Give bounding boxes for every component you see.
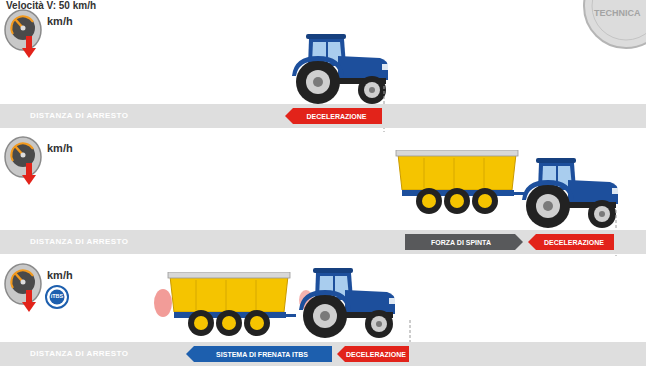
band-label: DISTANZA DI ARRESTO (30, 104, 128, 128)
tractor (299, 268, 395, 338)
speed-unit: km/h (47, 15, 73, 27)
tractor (292, 34, 388, 104)
speed-down-arrow (22, 163, 36, 185)
distance-band: DECELERAZIONE DISTANZA DI ARRESTO (0, 104, 646, 128)
arrow-label: DECELERAZIONE (337, 346, 409, 362)
speedometer-icon (5, 137, 41, 177)
force-arrow: SISTEMA DI FRENATA ITBS (186, 346, 332, 362)
force-arrow: DECELERAZIONE (528, 234, 614, 250)
force-arrow: DECELERAZIONE (337, 346, 409, 362)
trailer (168, 272, 296, 336)
speed-unit: km/h (47, 142, 73, 154)
force-arrow: DECELERAZIONE (285, 108, 382, 124)
speed-down-arrow (22, 36, 36, 58)
band-label: DISTANZA DI ARRESTO (30, 230, 128, 254)
badge (584, 0, 646, 48)
arrow-shape (285, 108, 382, 124)
tractor (522, 158, 618, 228)
arrow-shape (337, 346, 409, 362)
distance-band: FORZA DI SPINTA DECELERAZIONE DISTANZA DI … (0, 230, 646, 254)
itbs-label: iTBS (46, 293, 68, 299)
arrow-shape (186, 346, 332, 362)
speedometer-icon (5, 264, 41, 304)
trailer (396, 150, 524, 214)
watermark: TECHNICA (594, 8, 641, 18)
speed-down-arrow (22, 290, 36, 312)
speed-unit: km/h (47, 269, 73, 281)
arrow-label: FORZA DI SPINTA (405, 234, 523, 250)
heading: Velocità V: 50 km/h (6, 0, 96, 11)
itbs-icon (46, 286, 68, 308)
arrow-label: DECELERAZIONE (285, 108, 382, 124)
arrow-shape (405, 234, 523, 250)
brake-light-glow (154, 289, 172, 317)
arrow-shape (528, 234, 614, 250)
distance-band: SISTEMA DI FRENATA ITBS DECELERAZIONE DIST… (0, 342, 646, 366)
arrow-label: DECELERAZIONE (528, 234, 614, 250)
band-label: DISTANZA DI ARRESTO (30, 342, 128, 366)
badge-ring (592, 0, 646, 40)
speedometer-icon (5, 10, 41, 50)
force-arrow: FORZA DI SPINTA (405, 234, 523, 250)
arrow-label: SISTEMA DI FRENATA ITBS (186, 346, 332, 362)
